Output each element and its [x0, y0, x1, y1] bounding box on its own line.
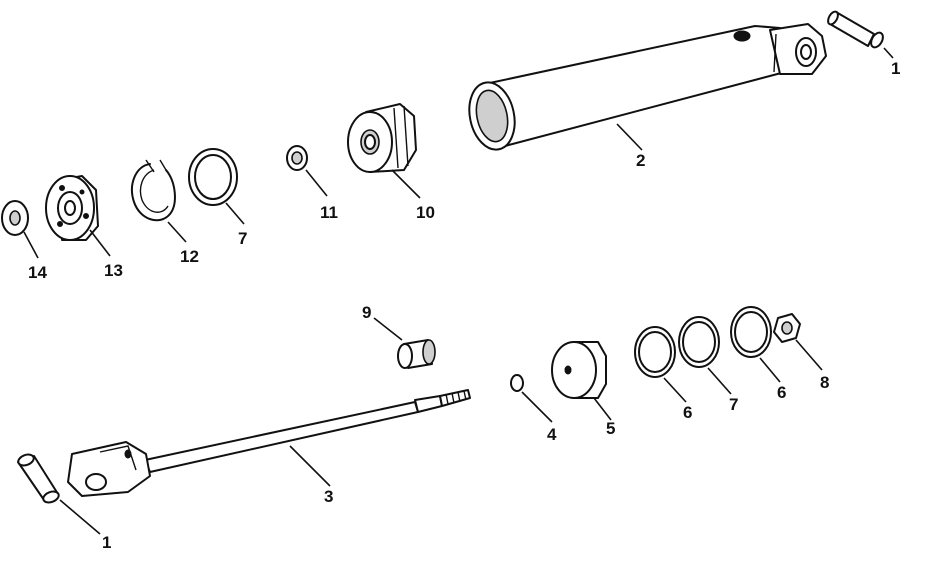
callout-5: 5: [606, 419, 615, 438]
callout-6b: 6: [777, 383, 786, 402]
callout-7a: 7: [729, 395, 738, 414]
callout-11: 11: [320, 203, 338, 222]
callout-14: 14: [28, 263, 47, 282]
callout-12: 12: [180, 247, 199, 266]
ring-6a: [634, 326, 676, 378]
barrel: [468, 23, 827, 151]
callout-8: 8: [820, 373, 829, 392]
callout-1-top: 1: [891, 59, 900, 78]
ring-7a: [678, 316, 720, 368]
ring-6b: [730, 306, 772, 358]
callout-1-bottom: 1: [102, 533, 111, 552]
callout-3: 3: [324, 487, 333, 506]
snap-ring: [131, 159, 176, 222]
callout-9: 9: [362, 303, 371, 322]
spacer: [397, 339, 436, 369]
gland: [347, 103, 417, 173]
callout-7-top: 7: [238, 229, 247, 248]
piston: [551, 341, 607, 399]
rod: [67, 389, 471, 497]
seal-small: [286, 145, 308, 171]
end-cap: [45, 175, 99, 241]
callout-10: 10: [416, 203, 435, 222]
washer: [1, 200, 29, 236]
ring-7-top: [188, 148, 238, 206]
callout-13: 13: [104, 261, 123, 280]
callout-6a: 6: [683, 403, 692, 422]
o-ring-small: [510, 374, 524, 392]
pin-bottom: [17, 453, 60, 504]
callout-2: 2: [636, 151, 645, 170]
nut: [773, 313, 801, 343]
pin-top: [827, 10, 884, 49]
callout-4: 4: [547, 425, 557, 444]
